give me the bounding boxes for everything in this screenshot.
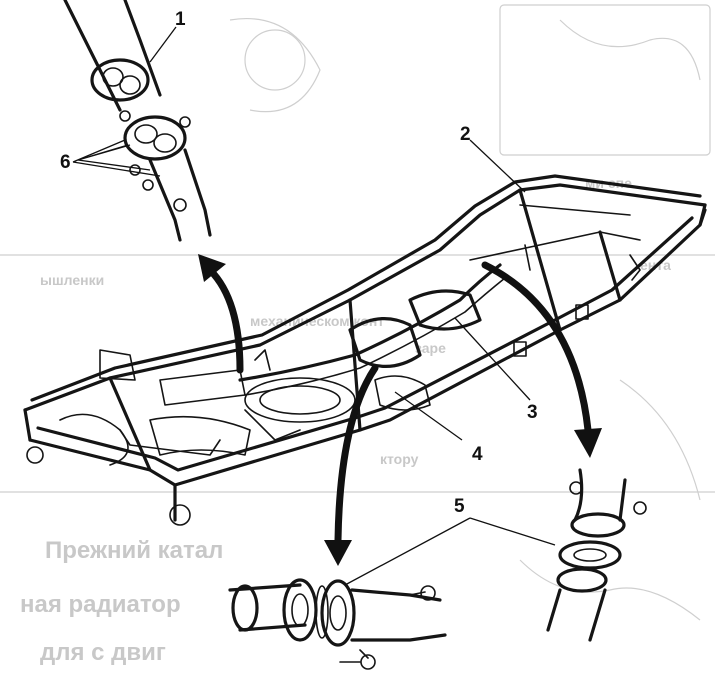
nut-icon <box>633 501 647 515</box>
bleed-text-9: для с двиг <box>40 639 166 666</box>
arrow-to-bottom-center-detail <box>334 364 379 544</box>
flange-gasket-lower <box>123 115 187 161</box>
detail-top-left <box>63 0 212 242</box>
bleed-text-5: заре <box>415 340 446 356</box>
bolt-icon <box>129 164 141 176</box>
exhaust-pipe <box>238 263 502 382</box>
callout-6: 6 <box>60 152 71 173</box>
callout-4: 4 <box>472 444 483 465</box>
chassis-frame <box>23 174 707 526</box>
arrowhead-icon <box>198 254 226 282</box>
bolt-icon <box>179 116 191 128</box>
right-side-rail <box>23 183 707 412</box>
bleed-text-8: ная радиатор <box>20 591 181 618</box>
arrowhead-icon <box>324 540 352 566</box>
joint-flange-left <box>282 578 318 642</box>
callout-labels: 1 2 3 4 5 6 <box>60 9 538 517</box>
detail-arrows <box>198 254 602 566</box>
nut-icon <box>360 654 376 670</box>
left-side-rail <box>28 208 707 487</box>
detail-bottom-right <box>546 468 647 642</box>
nut-icon <box>142 179 154 191</box>
catalytic-converter <box>408 289 482 331</box>
callout-2: 2 <box>460 124 471 145</box>
joint-flange-right <box>320 579 356 647</box>
exhaust-system <box>238 263 506 423</box>
arrow-to-top-left-detail <box>206 266 244 374</box>
callout-5: 5 <box>454 496 465 517</box>
bleed-text-7: Прежний катал <box>45 537 223 564</box>
arrow-to-bottom-right-detail <box>481 261 592 434</box>
arrowhead-icon <box>574 428 602 458</box>
callout-3: 3 <box>527 402 538 423</box>
cross-member-front <box>23 408 32 442</box>
detail-pipe-upper <box>63 0 162 112</box>
leader-lines <box>72 26 556 586</box>
flange-gasket-right <box>556 512 626 593</box>
detail-bottom-center <box>228 578 447 670</box>
bleed-text-6: ктору <box>380 451 419 467</box>
callout-1: 1 <box>175 9 186 30</box>
nut-icon <box>569 481 583 495</box>
flange-gasket-upper <box>90 58 150 102</box>
nut-icon <box>173 198 187 212</box>
bleed-text-3: ышленки <box>40 272 104 288</box>
bolt-icon <box>119 110 131 122</box>
